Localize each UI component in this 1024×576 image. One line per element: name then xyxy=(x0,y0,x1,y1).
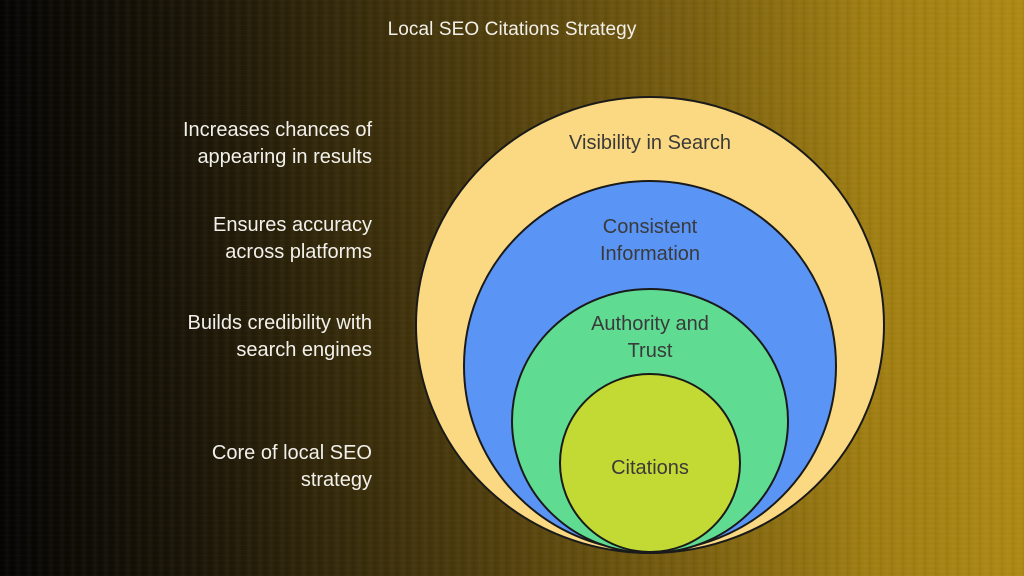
diagram-title: Local SEO Citations Strategy xyxy=(387,19,637,40)
description-line: Builds credibility with xyxy=(187,312,372,334)
description-consistency: Ensures accuracy across platforms xyxy=(72,212,372,266)
label-citations: Citations xyxy=(611,457,689,479)
description-line: Core of local SEO xyxy=(211,442,372,464)
description-line: strategy xyxy=(300,469,372,491)
label-consistent-information-line2: Information xyxy=(600,243,700,265)
description-line: appearing in results xyxy=(197,146,372,168)
label-visibility-in-search: Visibility in Search xyxy=(569,132,731,154)
description-citations: Core of local SEO strategy xyxy=(72,440,372,494)
description-line: across platforms xyxy=(225,241,372,263)
label-authority-and-trust-line2: Trust xyxy=(628,340,673,362)
label-authority-and-trust-line1: Authority and xyxy=(591,313,709,335)
label-consistent-information-line1: Consistent xyxy=(603,216,698,238)
description-visibility: Increases chances of appearing in result… xyxy=(72,117,372,171)
description-authority: Builds credibility with search engines xyxy=(72,310,372,364)
description-line: search engines xyxy=(236,339,372,361)
description-line: Increases chances of xyxy=(183,119,372,141)
circle-citations xyxy=(559,373,741,553)
description-line: Ensures accuracy xyxy=(213,214,372,236)
